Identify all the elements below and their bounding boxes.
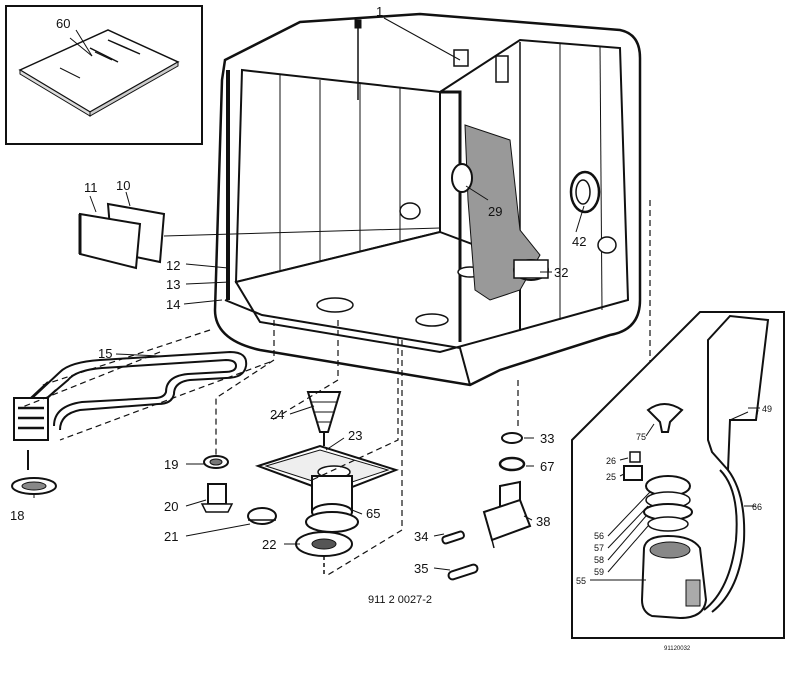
callout-49: 49 — [762, 404, 772, 414]
callout-24: 24 — [270, 407, 284, 422]
inset-number: 91120032 — [664, 646, 691, 652]
callout-labels: 1 10 11 12 13 14 15 18 19 20 21 22 23 24… — [10, 4, 772, 652]
callout-13: 13 — [166, 277, 180, 292]
callout-20: 20 — [164, 499, 178, 514]
callout-38: 38 — [536, 514, 550, 529]
callout-14: 14 — [166, 297, 180, 312]
callout-60: 60 — [56, 16, 70, 31]
callout-26: 26 — [606, 456, 616, 466]
dishwasher-tub — [213, 12, 642, 387]
callout-55: 55 — [576, 576, 586, 586]
callout-11: 11 — [84, 180, 98, 195]
callout-42: 42 — [572, 234, 586, 249]
callout-29: 29 — [488, 204, 502, 219]
callout-33: 33 — [540, 431, 554, 446]
callout-23: 23 — [348, 428, 362, 443]
leader-lines — [33, 17, 585, 571]
callout-56: 56 — [594, 531, 604, 541]
drain-pump-parts — [441, 432, 532, 581]
callout-1: 1 — [376, 4, 383, 19]
callout-58: 58 — [594, 555, 604, 565]
part-18-gasket — [11, 477, 57, 495]
callout-34: 34 — [414, 529, 428, 544]
callout-15: 15 — [98, 346, 112, 361]
drawing-number: 911 2 0027-2 — [368, 594, 432, 606]
pump-filter-assembly — [200, 391, 400, 576]
callout-67: 67 — [540, 459, 554, 474]
callout-21: 21 — [164, 529, 178, 544]
heating-element — [13, 350, 248, 470]
callout-59: 59 — [594, 567, 604, 577]
callout-32: 32 — [554, 265, 568, 280]
callout-66: 66 — [752, 502, 762, 512]
door-panel-parts — [78, 202, 166, 270]
callout-12: 12 — [166, 258, 180, 273]
callout-35: 35 — [414, 561, 428, 576]
callout-75: 75 — [636, 432, 646, 442]
callout-19: 19 — [164, 457, 178, 472]
callout-25: 25 — [606, 472, 616, 482]
callout-10: 10 — [116, 178, 130, 193]
callout-22: 22 — [262, 537, 276, 552]
brine-inset — [571, 311, 785, 639]
callout-57: 57 — [594, 543, 604, 553]
callout-18: 18 — [10, 508, 24, 523]
callout-65: 65 — [366, 506, 380, 521]
leader-dashes — [19, 200, 651, 577]
manual-inset: 60 — [5, 5, 203, 145]
